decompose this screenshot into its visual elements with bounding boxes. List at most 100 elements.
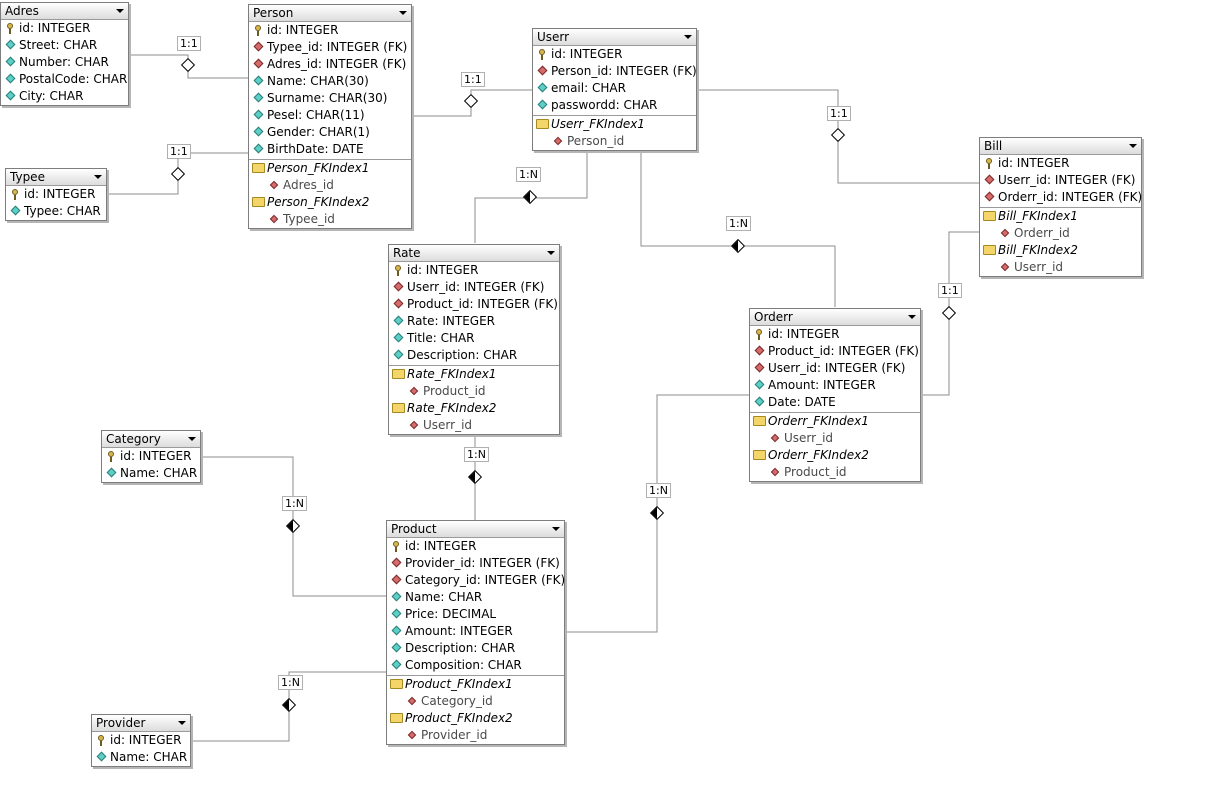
fk-column[interactable]: Typee_id: INTEGER (FK) bbox=[249, 39, 411, 56]
index-column[interactable]: Userr_id bbox=[389, 417, 559, 434]
dropdown-arrow-icon[interactable] bbox=[684, 35, 692, 39]
column[interactable]: Street: CHAR bbox=[1, 37, 128, 54]
column[interactable]: City: CHAR bbox=[1, 88, 128, 105]
column[interactable]: PostalCode: CHAR bbox=[1, 71, 128, 88]
table-header[interactable]: Bill bbox=[980, 138, 1141, 155]
column[interactable]: Typee: CHAR bbox=[6, 203, 106, 220]
index-row[interactable]: Orderr_FKIndex1 bbox=[750, 413, 920, 430]
pk-column[interactable]: id: INTEGER bbox=[980, 155, 1141, 172]
column[interactable]: Number: CHAR bbox=[1, 54, 128, 71]
dropdown-arrow-icon[interactable] bbox=[1129, 144, 1137, 148]
pk-column[interactable]: id: INTEGER bbox=[6, 186, 106, 203]
pk-column[interactable]: id: INTEGER bbox=[750, 326, 920, 343]
index-row[interactable]: Userr_FKIndex1 bbox=[533, 116, 696, 133]
table-header[interactable]: Category bbox=[102, 431, 200, 448]
table-adres[interactable]: Adres id: INTEGER Street: CHAR Number: C… bbox=[0, 2, 129, 106]
fk-column[interactable]: Person_id: INTEGER (FK) bbox=[533, 63, 697, 80]
table-person[interactable]: Person id: INTEGER Typee_id: INTEGER (FK… bbox=[248, 4, 412, 229]
foreign-key-icon bbox=[269, 180, 279, 190]
index-column[interactable]: Person_id bbox=[533, 133, 696, 150]
index-column[interactable]: Userr_id bbox=[750, 430, 920, 447]
table-header[interactable]: Rate bbox=[389, 245, 559, 262]
column[interactable]: Price: DECIMAL bbox=[387, 606, 564, 623]
index-row[interactable]: Bill_FKIndex2 bbox=[980, 242, 1141, 259]
index-column[interactable]: Orderr_id bbox=[980, 225, 1141, 242]
fk-column[interactable]: Provider_id: INTEGER (FK) bbox=[387, 555, 564, 572]
dropdown-arrow-icon[interactable] bbox=[188, 437, 196, 441]
column[interactable]: Pesel: CHAR(11) bbox=[249, 107, 411, 124]
column[interactable]: passwordd: CHAR bbox=[533, 97, 696, 114]
fk-column[interactable]: Product_id: INTEGER (FK) bbox=[750, 343, 920, 360]
dropdown-arrow-icon[interactable] bbox=[94, 175, 102, 179]
column[interactable]: Description: CHAR bbox=[387, 640, 564, 657]
table-product[interactable]: Product id: INTEGER Provider_id: INTEGER… bbox=[386, 520, 565, 745]
fk-column[interactable]: Orderr_id: INTEGER (FK) bbox=[980, 189, 1142, 206]
index-row[interactable]: Rate_FKIndex2 bbox=[389, 400, 559, 417]
index-row[interactable]: Orderr_FKIndex2 bbox=[750, 447, 920, 464]
column[interactable]: Gender: CHAR(1) bbox=[249, 124, 411, 141]
index-column[interactable]: Category_id bbox=[387, 693, 564, 710]
table-bill[interactable]: Bill id: INTEGER Userr_id: INTEGER (FK) … bbox=[979, 137, 1142, 277]
fk-column[interactable]: Category_id: INTEGER (FK) bbox=[387, 572, 565, 589]
dropdown-arrow-icon[interactable] bbox=[178, 721, 186, 725]
pk-column[interactable]: id: INTEGER bbox=[102, 448, 200, 465]
column[interactable]: Amount: INTEGER bbox=[750, 377, 920, 394]
column[interactable]: Amount: INTEGER bbox=[387, 623, 564, 640]
table-rate[interactable]: Rate id: INTEGER Userr_id: INTEGER (FK) … bbox=[388, 244, 560, 435]
column[interactable]: Name: CHAR bbox=[92, 749, 190, 766]
table-orderr[interactable]: Orderr id: INTEGER Product_id: INTEGER (… bbox=[749, 308, 921, 482]
fk-column[interactable]: Userr_id: INTEGER (FK) bbox=[980, 172, 1141, 189]
key-icon bbox=[97, 735, 105, 746]
pk-column[interactable]: id: INTEGER bbox=[1, 20, 128, 37]
pk-column[interactable]: id: INTEGER bbox=[533, 46, 696, 63]
pk-column[interactable]: id: INTEGER bbox=[389, 262, 559, 279]
pk-column[interactable]: id: INTEGER bbox=[249, 22, 411, 39]
index-column[interactable]: Userr_id bbox=[980, 259, 1141, 276]
table-category[interactable]: Category id: INTEGER Name: CHAR bbox=[101, 430, 201, 483]
table-header[interactable]: Person bbox=[249, 5, 411, 22]
pk-column[interactable]: id: INTEGER bbox=[92, 732, 190, 749]
pk-column[interactable]: id: INTEGER bbox=[387, 538, 564, 555]
rel-label-typee-person: 1:1 bbox=[167, 144, 191, 159]
index-column[interactable]: Product_id bbox=[750, 464, 920, 481]
column[interactable]: Rate: INTEGER bbox=[389, 313, 559, 330]
table-header[interactable]: Orderr bbox=[750, 309, 920, 326]
column[interactable]: Surname: CHAR(30) bbox=[249, 90, 411, 107]
column[interactable]: Name: CHAR bbox=[102, 465, 200, 482]
index-row[interactable]: Product_FKIndex2 bbox=[387, 710, 564, 727]
column[interactable]: email: CHAR bbox=[533, 80, 696, 97]
dropdown-arrow-icon[interactable] bbox=[552, 527, 560, 531]
column[interactable]: Date: DATE bbox=[750, 394, 920, 411]
fk-column[interactable]: Adres_id: INTEGER (FK) bbox=[249, 56, 411, 73]
column[interactable]: Description: CHAR bbox=[389, 347, 559, 364]
dropdown-arrow-icon[interactable] bbox=[908, 315, 916, 319]
index-column[interactable]: Provider_id bbox=[387, 727, 564, 744]
table-provider[interactable]: Provider id: INTEGER Name: CHAR bbox=[91, 714, 191, 767]
dropdown-arrow-icon[interactable] bbox=[547, 251, 555, 255]
table-typee[interactable]: Typee id: INTEGER Typee: CHAR bbox=[5, 168, 107, 221]
index-row[interactable]: Person_FKIndex1 bbox=[249, 160, 411, 177]
index-column[interactable]: Adres_id bbox=[249, 177, 411, 194]
index-column[interactable]: Typee_id bbox=[249, 211, 411, 228]
dropdown-arrow-icon[interactable] bbox=[399, 11, 407, 15]
index-row[interactable]: Product_FKIndex1 bbox=[387, 676, 564, 693]
table-header[interactable]: Provider bbox=[92, 715, 190, 732]
table-header[interactable]: Typee bbox=[6, 169, 106, 186]
fk-column[interactable]: Userr_id: INTEGER (FK) bbox=[750, 360, 920, 377]
table-userr[interactable]: Userr id: INTEGER Person_id: INTEGER (FK… bbox=[532, 28, 697, 151]
column[interactable]: Name: CHAR bbox=[387, 589, 564, 606]
index-row[interactable]: Rate_FKIndex1 bbox=[389, 366, 559, 383]
fk-column[interactable]: Userr_id: INTEGER (FK) bbox=[389, 279, 559, 296]
table-header[interactable]: Userr bbox=[533, 29, 696, 46]
index-column[interactable]: Product_id bbox=[389, 383, 559, 400]
dropdown-arrow-icon[interactable] bbox=[116, 9, 124, 13]
index-row[interactable]: Bill_FKIndex1 bbox=[980, 208, 1141, 225]
fk-column[interactable]: Product_id: INTEGER (FK) bbox=[389, 296, 559, 313]
table-header[interactable]: Adres bbox=[1, 3, 128, 20]
column[interactable]: Name: CHAR(30) bbox=[249, 73, 411, 90]
column[interactable]: Composition: CHAR bbox=[387, 657, 564, 674]
table-header[interactable]: Product bbox=[387, 521, 564, 538]
column[interactable]: Title: CHAR bbox=[389, 330, 559, 347]
column[interactable]: BirthDate: DATE bbox=[249, 141, 411, 158]
index-row[interactable]: Person_FKIndex2 bbox=[249, 194, 411, 211]
